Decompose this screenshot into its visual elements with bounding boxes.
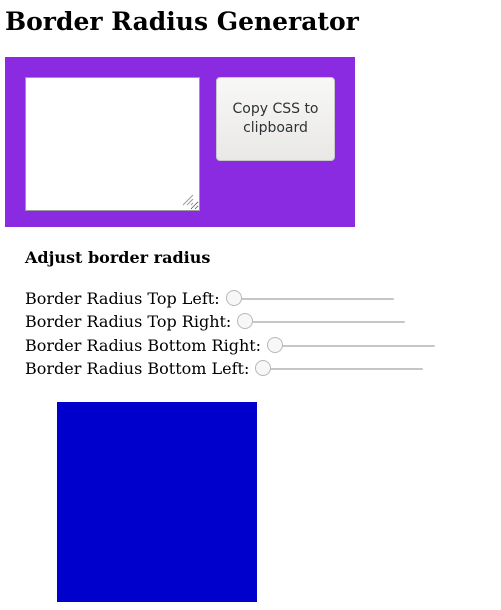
slider-label-top-left: Border Radius Top Left: [25,289,220,308]
slider-track [267,345,436,347]
slider-label-bottom-right: Border Radius Bottom Right: [25,336,262,355]
page-title: Border Radius Generator [5,7,359,36]
slider-label-top-right: Border Radius Top Right: [25,312,232,331]
slider-bottom-left[interactable] [255,359,424,379]
slider-track [255,368,424,370]
slider-track [237,321,406,323]
css-output-panel: Copy CSS to clipboard [5,57,355,227]
slider-track [225,298,394,300]
slider-top-right[interactable] [237,312,406,332]
slider-thumb[interactable] [267,337,284,353]
slider-top-left[interactable] [225,289,394,309]
adjust-radius-heading: Adjust border radius [25,248,211,267]
slider-row-bottom-left: Border Radius Bottom Left: [25,359,424,379]
slider-thumb[interactable] [225,290,242,306]
slider-thumb[interactable] [255,360,272,376]
copy-css-button[interactable]: Copy CSS to clipboard [216,77,335,161]
slider-row-bottom-right: Border Radius Bottom Right: [25,336,436,356]
slider-thumb[interactable] [237,313,254,329]
border-radius-preview-box [57,402,257,602]
slider-row-top-right: Border Radius Top Right: [25,312,406,332]
slider-row-top-left: Border Radius Top Left: [25,289,394,309]
css-output-textarea[interactable] [25,77,200,211]
slider-bottom-right[interactable] [267,336,436,356]
slider-label-bottom-left: Border Radius Bottom Left: [25,359,250,378]
